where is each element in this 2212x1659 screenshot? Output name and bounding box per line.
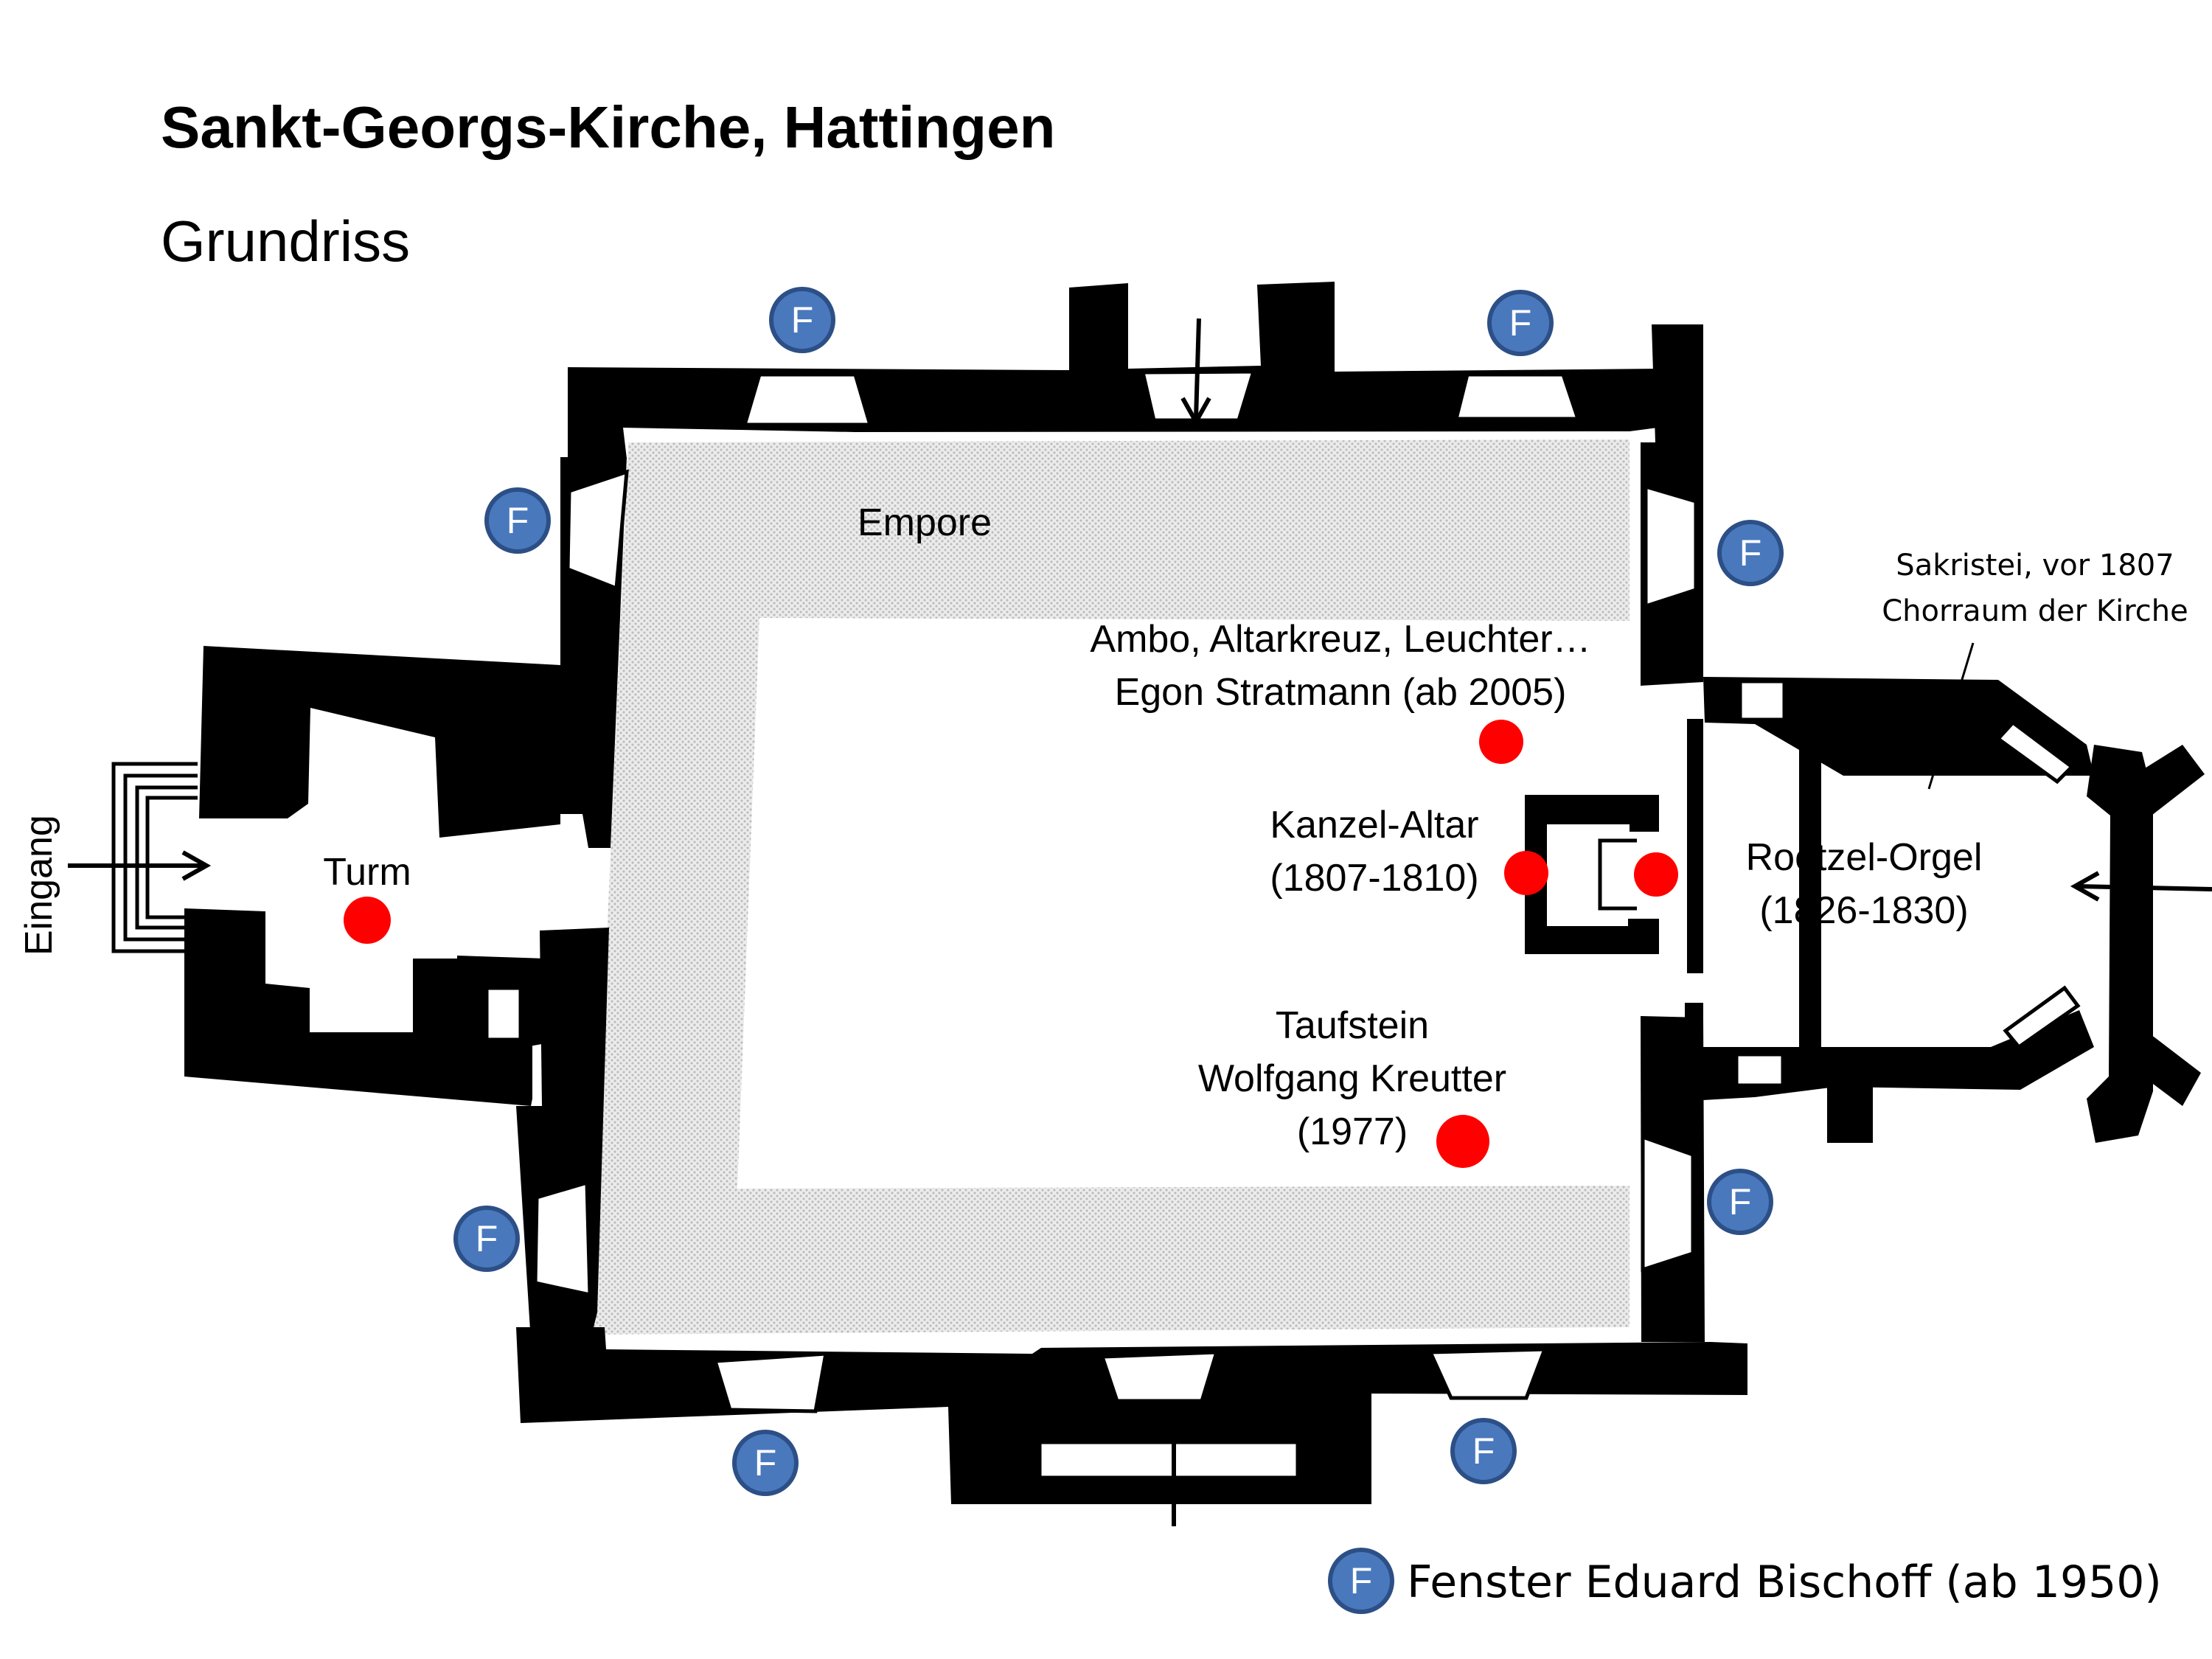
feature-markers — [344, 720, 1678, 1168]
entrance-arrows — [68, 318, 2212, 1526]
pulpit-label-line1: Kanzel-Altar — [1270, 804, 1478, 846]
font-label-line3: (1977) — [1297, 1110, 1408, 1153]
pulpit-altar-outline — [1537, 810, 1637, 939]
sacristy-label-line1: Sakristei, vor 1807 — [1896, 549, 2174, 582]
window-badge-icon: F — [1450, 1418, 1517, 1484]
svg-text:F: F — [754, 1442, 777, 1484]
legend-text: Fenster Eduard Bischoff (ab 1950) — [1407, 1557, 2162, 1608]
svg-text:F: F — [1729, 1181, 1752, 1222]
legend-badge-icon: F — [1328, 1548, 1394, 1614]
window-badge-icon: F — [453, 1206, 520, 1272]
tower-marker — [344, 897, 391, 944]
entrance-arrow-north — [1194, 318, 1201, 420]
pulpit-marker-right — [1634, 852, 1678, 897]
organ-label-line1: Roetzel-Orgel — [1746, 836, 1983, 879]
windows — [484, 369, 2081, 1480]
svg-text:F: F — [1350, 1560, 1373, 1601]
font-marker — [1436, 1115, 1489, 1168]
window-badge-icon: F — [769, 287, 835, 353]
window-badges: F F F F F F F F — [453, 287, 1784, 1496]
ambo-marker — [1479, 720, 1523, 764]
page-subtitle: Grundriss — [161, 209, 410, 274]
window-badge-icon: F — [1707, 1169, 1773, 1235]
pulpit-marker-left — [1504, 851, 1548, 895]
svg-text:F: F — [1509, 302, 1532, 344]
ambo-label-line2: Egon Stratmann (ab 2005) — [1115, 671, 1567, 714]
font-label-line2: Wolfgang Kreutter — [1198, 1057, 1506, 1100]
svg-text:F: F — [791, 299, 814, 341]
entrance-label: Eingang — [18, 815, 60, 956]
entrance-steps — [111, 762, 198, 953]
gallery-label: Empore — [858, 501, 992, 544]
tower-label: Turm — [323, 851, 411, 894]
sacristy-leader-line — [1927, 642, 1975, 790]
ambo-label-line1: Ambo, Altarkreuz, Leuchter… — [1090, 618, 1590, 661]
svg-text:F: F — [507, 500, 529, 541]
page-title: Sankt-Georgs-Kirche, Hattingen — [161, 94, 1056, 160]
window-badge-icon: F — [1487, 290, 1554, 356]
window-badge-icon: F — [732, 1430, 799, 1496]
pulpit-label-line2: (1807-1810) — [1270, 857, 1478, 900]
sacristy-label-line2: Chorraum der Kirche — [1882, 594, 2188, 628]
svg-text:F: F — [1739, 532, 1762, 574]
svg-text:F: F — [1472, 1430, 1495, 1472]
svg-text:F: F — [476, 1218, 498, 1259]
legend: F Fenster Eduard Bischoff (ab 1950) — [1328, 1548, 2162, 1614]
gallery-area — [590, 439, 1630, 1335]
window-badge-icon: F — [484, 487, 551, 554]
window-badge-icon: F — [1717, 520, 1784, 586]
font-label-line1: Taufstein — [1276, 1004, 1429, 1047]
entrance-arrow-east — [2077, 884, 2212, 891]
organ-label-line2: (1826-1830) — [1759, 889, 1968, 932]
